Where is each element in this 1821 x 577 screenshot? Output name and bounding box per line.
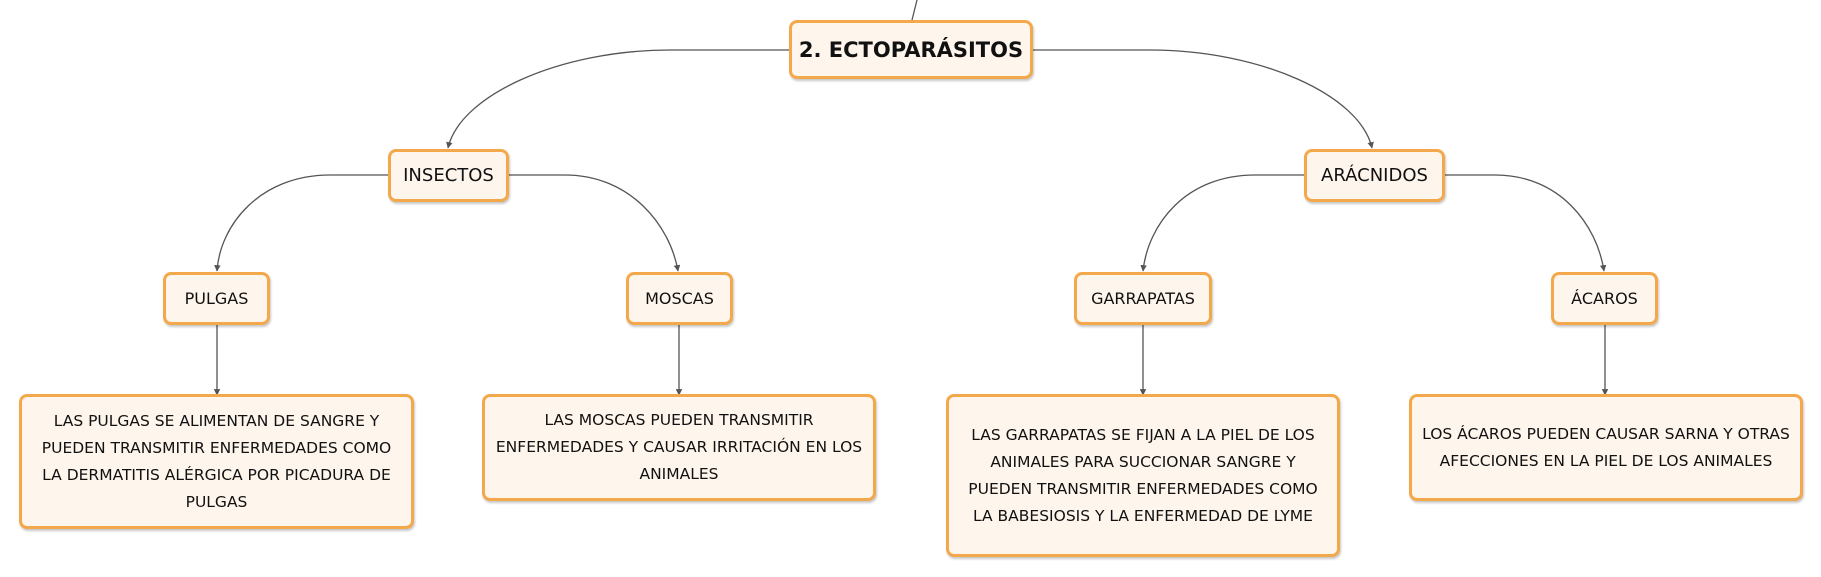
desc-acaros-text: LOS ÁCAROS PUEDEN CAUSAR SARNA Y OTRAS A… <box>1422 424 1790 470</box>
desc-garrapatas-text: LAS GARRAPATAS SE FIJAN A LA PIEL DE LOS… <box>968 425 1318 525</box>
node-pulgas-label: PULGAS <box>184 289 249 308</box>
node-moscas-label: MOSCAS <box>645 289 714 308</box>
node-ectoparasitos[interactable]: 2. ECTOPARÁSITOS <box>789 20 1033 79</box>
desc-acaros[interactable]: LOS ÁCAROS PUEDEN CAUSAR SARNA Y OTRAS A… <box>1409 394 1803 501</box>
desc-pulgas[interactable]: LAS PULGAS SE ALIMENTAN DE SANGRE Y PUED… <box>19 394 414 529</box>
connector-root-aracnidos <box>1033 49 1374 149</box>
node-moscas[interactable]: MOSCAS <box>626 272 733 325</box>
node-acaros[interactable]: ÁCAROS <box>1551 272 1658 325</box>
desc-pulgas-text: LAS PULGAS SE ALIMENTAN DE SANGRE Y PUED… <box>41 411 392 511</box>
node-aracnidos-label: ARÁCNIDOS <box>1321 165 1428 186</box>
node-garrapatas-label: GARRAPATAS <box>1091 289 1195 308</box>
node-aracnidos[interactable]: ARÁCNIDOS <box>1304 149 1445 202</box>
connector-insectos-moscas <box>509 174 681 272</box>
connector-aracnidos-garrapatas <box>1140 174 1304 272</box>
node-insectos-label: INSECTOS <box>403 165 494 186</box>
connector-root-insectos <box>446 49 789 149</box>
connector-aracnidos-acaros <box>1445 174 1607 272</box>
node-acaros-label: ÁCAROS <box>1571 289 1638 308</box>
node-garrapatas[interactable]: GARRAPATAS <box>1074 272 1212 325</box>
desc-moscas-text: LAS MOSCAS PUEDEN TRANSMITIR ENFERMEDADE… <box>495 411 863 483</box>
desc-moscas[interactable]: LAS MOSCAS PUEDEN TRANSMITIR ENFERMEDADE… <box>482 394 876 501</box>
node-ectoparasitos-label: 2. ECTOPARÁSITOS <box>798 37 1024 62</box>
connector-insectos-pulgas <box>214 174 388 272</box>
node-pulgas[interactable]: PULGAS <box>163 272 270 325</box>
desc-garrapatas[interactable]: LAS GARRAPATAS SE FIJAN A LA PIEL DE LOS… <box>946 394 1340 557</box>
node-insectos[interactable]: INSECTOS <box>388 149 509 202</box>
connector-parent-root <box>911 0 918 21</box>
